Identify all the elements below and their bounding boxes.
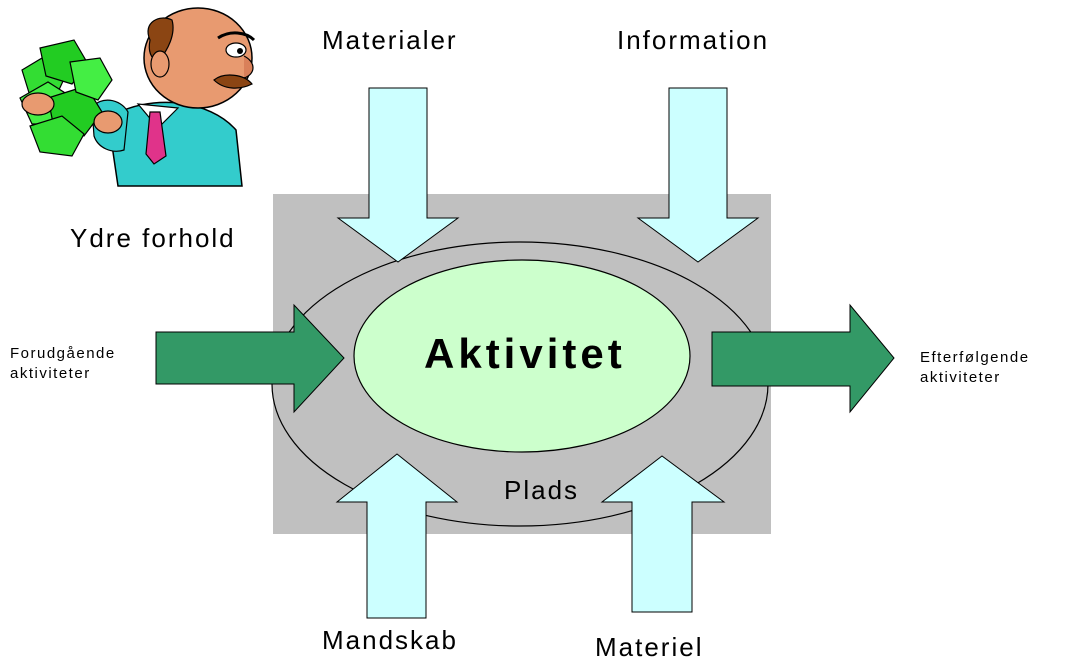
label-aktivitet: Aktivitet — [424, 330, 626, 377]
activity-ellipse — [353, 259, 691, 453]
label-preceding-line1: Forudgående — [10, 345, 116, 362]
label-following-line1: Efterfølgende — [920, 349, 1030, 366]
label-preceding-line2: aktiviteter — [10, 365, 91, 382]
label-materialer: Materialer — [322, 25, 458, 55]
following-activities-arrow — [711, 303, 895, 414]
preceding-activities-arrow — [155, 303, 345, 414]
label-following-activities: Efterfølgende aktiviteter — [920, 348, 1030, 388]
crew-arrow — [335, 453, 459, 619]
equipment-arrow — [600, 455, 726, 613]
label-plads: Plads — [504, 475, 580, 505]
label-mandskab: Mandskab — [322, 625, 458, 655]
label-materiel: Materiel — [595, 632, 704, 662]
label-following-line2: aktiviteter — [920, 369, 1001, 386]
label-information: Information — [617, 25, 770, 55]
label-preceding-activities: Forudgående aktiviteter — [10, 344, 116, 384]
label-ydre-forhold: Ydre forhold — [70, 223, 236, 253]
information-arrow — [636, 87, 760, 263]
businessman-holding-money-icon — [19, 7, 256, 187]
materials-arrow — [336, 87, 460, 263]
